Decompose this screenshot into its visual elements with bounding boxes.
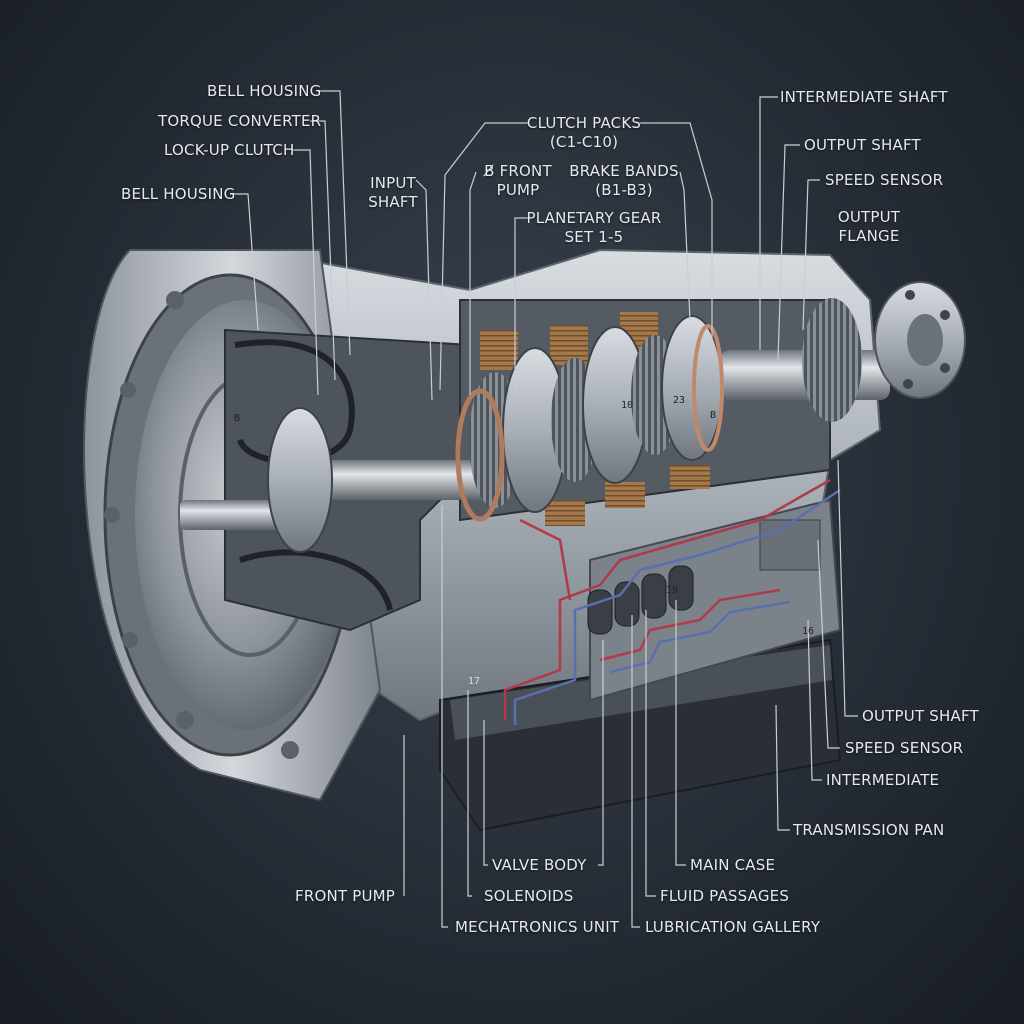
- label-lock-up-clutch: LOCK-UP CLUTCH: [164, 141, 295, 159]
- label-valve-body: VALVE BODY: [492, 856, 587, 874]
- part-mark-b-gear: B: [710, 410, 717, 421]
- part-mark-10: 10: [621, 400, 634, 411]
- label-clutch-packs: CLUTCH PACKS (C1-C10): [526, 114, 642, 151]
- label-output-shaft-top: OUTPUT SHAFT: [804, 136, 921, 154]
- label-front-pump-upper: B̸ FRONT PUMP: [484, 162, 552, 199]
- label-intermediate: INTERMEDIATE: [826, 771, 940, 789]
- part-mark-17: 17: [468, 676, 481, 687]
- label-speed-sensor-bottom: SPEED SENSOR: [845, 739, 964, 757]
- part-mark-16: 16: [802, 626, 815, 637]
- part-mark-23: 23: [673, 395, 686, 406]
- fluid-passage-lines: [503, 478, 841, 725]
- label-output-flange: OUTPUT FLANGE: [837, 208, 901, 245]
- label-transmission-pan: TRANSMISSION PAN: [793, 821, 945, 839]
- label-brake-bands: BRAKE BANDS (B1-B3): [569, 162, 679, 199]
- label-front-pump-bottom: FRONT PUMP: [295, 887, 396, 905]
- label-bell-housing-top: BELL HOUSING: [207, 82, 322, 100]
- label-output-shaft-bottom: OUTPUT SHAFT: [862, 707, 979, 725]
- label-planetary-gear-set: PLANETARY GEAR SET 1-5: [526, 209, 662, 246]
- label-torque-converter: TORQUE CONVERTER: [158, 112, 322, 130]
- leader-lines: [230, 90, 858, 928]
- part-mark-b-converter: B: [234, 413, 241, 424]
- label-intermediate-shaft: INTERMEDIATE SHAFT: [780, 88, 948, 106]
- label-speed-sensor-top: SPEED SENSOR: [825, 171, 944, 189]
- label-fluid-passages: FLUID PASSAGES: [660, 887, 790, 905]
- label-solenoids: SOLENOIDS: [484, 887, 574, 905]
- label-input-shaft: INPUT SHAFT: [368, 174, 418, 211]
- label-bell-housing-left: BELL HOUSING: [121, 185, 236, 203]
- label-mechatronics-unit: MECHATRONICS UNIT: [455, 918, 620, 936]
- planetary-gears: [267, 298, 862, 553]
- label-main-case: MAIN CASE: [690, 856, 776, 874]
- label-lubrication-gallery: LUBRICATION GALLERY: [645, 918, 821, 936]
- part-mark-19: 19: [666, 585, 679, 596]
